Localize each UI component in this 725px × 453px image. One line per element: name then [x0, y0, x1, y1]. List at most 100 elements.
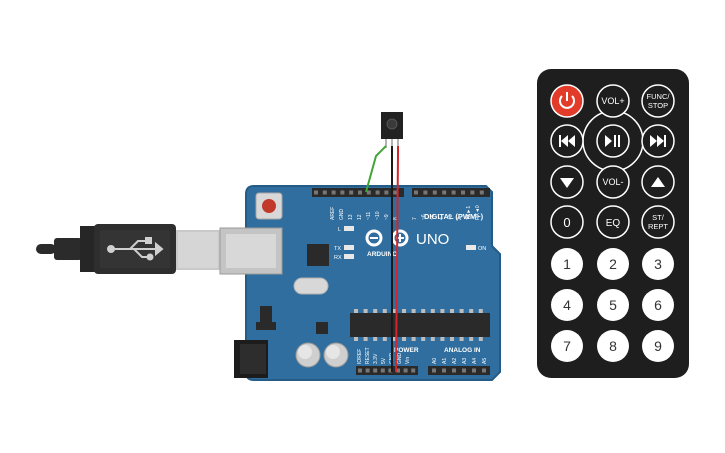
header-pin[interactable] — [414, 190, 418, 195]
header-pin[interactable] — [452, 368, 456, 373]
header-pin[interactable] — [322, 190, 327, 195]
up-button[interactable] — [641, 165, 675, 199]
led-on — [466, 245, 476, 250]
power-button[interactable] — [550, 84, 584, 118]
top-pin-label: 12 — [357, 214, 363, 220]
header-pin[interactable] — [358, 368, 362, 373]
header-pin[interactable] — [314, 190, 318, 195]
header-pin[interactable] — [461, 190, 465, 195]
header-pin[interactable] — [442, 368, 446, 373]
header-pin[interactable] — [482, 368, 486, 373]
triangle-down-icon — [560, 178, 574, 188]
down-button[interactable] — [550, 165, 584, 199]
header-pin[interactable] — [373, 368, 378, 373]
number-label: 4 — [563, 297, 571, 313]
header-pin[interactable] — [479, 190, 484, 195]
analog-pin-label: A5 — [482, 358, 488, 364]
header-pin[interactable] — [331, 190, 336, 195]
top-pin-label: GND — [339, 209, 345, 221]
header-pin[interactable] — [358, 190, 362, 195]
number-button-3[interactable]: 3 — [642, 248, 674, 280]
usb-chip — [307, 244, 329, 266]
header-pin[interactable] — [423, 190, 428, 195]
vol-down-button[interactable]: VOL- — [596, 165, 630, 199]
number-button-2[interactable]: 2 — [597, 248, 629, 280]
header-pin[interactable] — [393, 190, 398, 195]
fast-forward-icon — [650, 135, 666, 147]
chip-leg — [459, 337, 464, 341]
number-button-4[interactable]: 4 — [551, 289, 583, 321]
chip-leg — [392, 309, 397, 313]
vol-up-button[interactable]: VOL+ — [596, 84, 630, 118]
chip-leg — [478, 309, 483, 313]
chip-leg — [469, 337, 474, 341]
number-button-5[interactable]: 5 — [597, 289, 629, 321]
st-rept-label-1: ST/ — [652, 213, 665, 222]
ir-sensor-lens — [386, 118, 398, 130]
header-pin[interactable] — [403, 368, 408, 373]
analog-pin-label: A0 — [432, 358, 438, 364]
header-pin[interactable] — [366, 190, 371, 195]
number-button-6[interactable]: 6 — [642, 289, 674, 321]
chip-leg — [440, 309, 445, 313]
chip-leg — [373, 337, 378, 341]
number-button-1[interactable]: 1 — [551, 248, 583, 280]
top-pin-label: RX◄0 — [475, 205, 481, 220]
header-pin[interactable] — [375, 190, 380, 195]
led-tx-label: TX — [334, 246, 341, 252]
small-chip — [316, 322, 328, 334]
st-rept-label-2: REPT — [648, 222, 668, 231]
header-pin[interactable] — [411, 368, 416, 373]
chip-leg — [354, 337, 358, 341]
brand-label: ARDUINO — [367, 251, 397, 258]
header-pin[interactable] — [380, 368, 385, 373]
reset-button-cap[interactable] — [262, 199, 276, 213]
analog-header — [428, 366, 490, 375]
header-pin[interactable] — [384, 190, 389, 195]
power-pin-label: 3.3V — [373, 353, 379, 364]
voltage-regulator — [260, 306, 272, 324]
header-pin[interactable] — [396, 368, 400, 373]
power-pin-label: IOREF — [357, 349, 363, 364]
zero-button[interactable]: 0 — [550, 205, 584, 239]
header-pin[interactable] — [470, 190, 475, 195]
chip-leg — [411, 337, 416, 341]
number-label: 6 — [654, 297, 662, 313]
eq-button[interactable]: EQ — [596, 205, 630, 239]
analog-pin-label: A1 — [442, 358, 448, 364]
plug-collar — [80, 226, 96, 272]
number-button-7[interactable]: 7 — [551, 330, 583, 362]
chip-leg — [459, 309, 464, 313]
number-button-9[interactable]: 9 — [642, 330, 674, 362]
fast-forward-button[interactable] — [641, 124, 675, 158]
header-pin[interactable] — [349, 190, 354, 195]
led-tx — [344, 245, 354, 250]
header-pin[interactable] — [388, 368, 393, 373]
top-pin-label: AREF — [330, 207, 336, 220]
header-pin[interactable] — [472, 368, 476, 373]
header-pin[interactable] — [462, 368, 466, 373]
atmega-chip — [350, 313, 490, 337]
header-pin[interactable] — [432, 368, 436, 373]
func-stop-button[interactable]: FUNC/ STOP — [641, 84, 675, 118]
ir-receiver — [381, 112, 403, 148]
header-pin[interactable] — [432, 190, 437, 195]
st-rept-button[interactable]: ST/ REPT — [641, 205, 675, 239]
led-on-label: ON — [478, 246, 486, 252]
power-icon — [559, 92, 575, 109]
rewind-button[interactable] — [550, 124, 584, 158]
top-pin-label: ~10 — [375, 211, 381, 220]
header-pin[interactable] — [442, 190, 447, 195]
header-pin[interactable] — [365, 368, 370, 373]
header-pin[interactable] — [340, 190, 345, 195]
top-pin-label: ~5 — [430, 214, 436, 220]
power-header — [356, 366, 418, 375]
crystal — [293, 277, 329, 295]
number-label: 9 — [654, 338, 662, 354]
ir-remote: VOL+ FUNC/ STOP — [537, 69, 689, 378]
play-pause-button[interactable] — [596, 124, 630, 158]
func-stop-label-1: FUNC/ — [647, 92, 671, 101]
number-button-8[interactable]: 8 — [597, 330, 629, 362]
power-pin-label: 5V — [381, 357, 387, 364]
header-pin[interactable] — [451, 190, 456, 195]
